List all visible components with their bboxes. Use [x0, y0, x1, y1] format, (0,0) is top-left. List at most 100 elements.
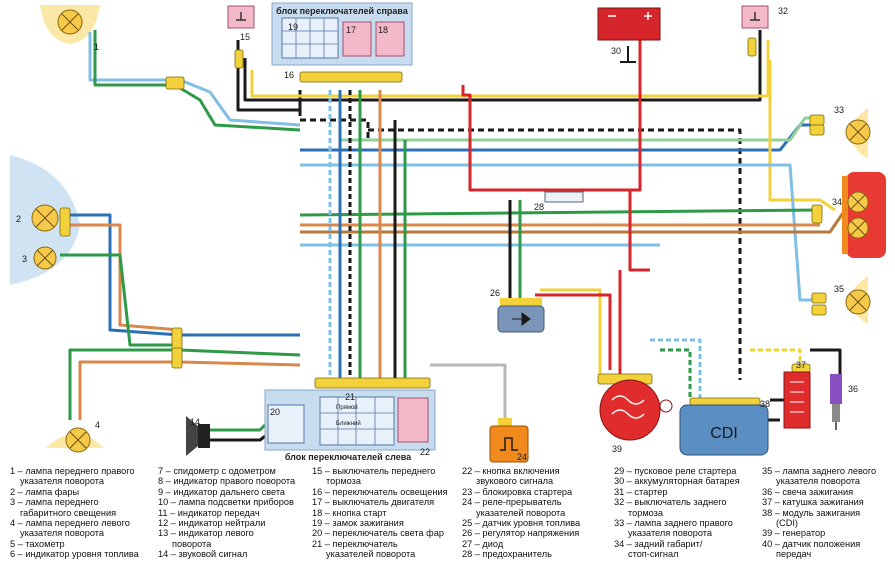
- num-32: 32: [778, 6, 788, 16]
- legend-col-5: 29 – пусковое реле стартера 30 – аккумул…: [614, 466, 740, 560]
- legend-line: звукового сигнала: [476, 476, 554, 487]
- wires: [60, 30, 847, 442]
- legend-line: 19 – замок зажигания: [312, 518, 404, 529]
- brake-switch-32-icon: [741, 5, 769, 29]
- lamp-35-icon: [845, 289, 871, 315]
- legend-line: 6 – индикатор уровня топлива: [10, 549, 139, 560]
- num-20: 20: [270, 407, 280, 417]
- lamp-4-icon: [65, 427, 91, 453]
- num-1: 1: [94, 42, 99, 52]
- legend-line: стоп-сигнал: [628, 549, 679, 560]
- legend-line: 12 – индикатор нейтрали: [158, 518, 266, 529]
- legend-line: 40 – датчик положения: [762, 538, 861, 549]
- legend-line: 13 – индикатор левого: [158, 528, 254, 539]
- legend-line: указателя поворота: [20, 476, 104, 487]
- legend-col-1: 1 – лампа переднего правого указателя по…: [10, 466, 139, 560]
- legend-line: 9 – индикатор дальнего света: [158, 486, 286, 497]
- legend-line: 22 – кнопка включения: [462, 466, 560, 476]
- num-17: 17: [346, 25, 356, 35]
- num-35: 35: [834, 284, 844, 294]
- legend-col-4: 22 – кнопка включения звукового сигнала …: [462, 466, 580, 560]
- num-18: 18: [378, 25, 388, 35]
- battery-icon: [597, 7, 661, 63]
- lamp-3-icon: [33, 246, 57, 270]
- num-3: 3: [22, 254, 27, 264]
- fuse-icon: [544, 191, 584, 203]
- num-39: 39: [612, 444, 622, 454]
- legend-line: 1 – лампа переднего правого: [10, 466, 135, 476]
- legend-line: 8 – индикатор правого поворота: [158, 476, 296, 487]
- legend-line: 29 – пусковое реле стартера: [614, 466, 737, 476]
- legend-line: указателей поворота: [326, 549, 416, 560]
- num-22: 22: [420, 447, 430, 457]
- legend-line: габаритного свещения: [20, 507, 117, 518]
- legend-line: 3 – лампа переднего: [10, 497, 99, 508]
- legend-line: 2 – лампа фары: [10, 486, 80, 497]
- cdi-text: CDI: [710, 425, 738, 442]
- legend-line: 27 – диод: [462, 538, 504, 549]
- num-16: 16: [284, 70, 294, 80]
- component-numbers: 1 2 3 4 14 15 16 17 18 19 20 21 22 24 26…: [16, 6, 858, 462]
- legend-col-3: 15 – выключатель переднего тормоза 16 – …: [312, 466, 448, 560]
- legend-line: 37 – катушка зажигания: [762, 497, 864, 508]
- legend-col-2: 7 – спидометр с одометром 8 – индикатор …: [158, 466, 295, 560]
- legend-line: указателей поворота: [476, 507, 566, 518]
- legend: 1 – лампа переднего правого указателя по…: [0, 466, 895, 573]
- generator-icon: [599, 379, 673, 441]
- legend-line: 5 – тахометр: [10, 538, 65, 549]
- tail-stop-lamp: [842, 172, 886, 258]
- wiring-diagram: CDI блок переключателей справа блок пере…: [10, 2, 886, 463]
- cdi-module: [679, 404, 769, 456]
- legend-line: указателя поворота: [20, 528, 104, 539]
- legend-line: 28 – предохранитель: [462, 549, 552, 560]
- legend-line: 31 – стартер: [614, 486, 668, 497]
- legend-line: 15 – выключатель переднего: [312, 466, 436, 476]
- legend-line: указателя поворота: [628, 528, 712, 539]
- num-24: 24: [517, 452, 527, 462]
- voltage-regulator-icon: [497, 298, 545, 333]
- legend-line: (CDI): [776, 518, 798, 529]
- left-switch-block-label: блок переключателей слева: [285, 452, 412, 462]
- legend-line: 26 – регулятор напряжения: [462, 528, 580, 539]
- legend-line: 39 – генератор: [762, 528, 826, 539]
- ignition-coil-icon: [783, 371, 811, 429]
- horn-icon: [186, 416, 210, 456]
- legend-line: 10 – лампа подсветки приборов: [158, 497, 294, 508]
- legend-line: 21 – переключатель: [312, 538, 398, 549]
- legend-line: 23 – блокировка стартера: [462, 486, 573, 497]
- switch-near-label: Ближний: [336, 420, 361, 427]
- num-37: 37: [796, 360, 806, 370]
- lamp-1-icon: [57, 9, 83, 35]
- legend-line: 36 – свеча зажигания: [762, 486, 854, 497]
- legend-line: указателя поворота: [776, 476, 860, 487]
- legend-line: 34 – задний габарит/: [614, 538, 703, 549]
- brake-switch-15-icon: [227, 5, 255, 29]
- turn-relay-icon: [489, 418, 529, 463]
- legend-line: 38 – модуль зажигания: [762, 507, 861, 518]
- lamp-2-icon: [31, 204, 59, 232]
- num-34: 34: [832, 197, 842, 207]
- num-21: 21: [345, 392, 355, 402]
- legend-line: тормоза: [326, 476, 361, 487]
- legend-line: 14 – звуковой сигнал: [158, 549, 248, 560]
- legend-line: 18 – кнопка старт: [312, 507, 387, 518]
- legend-line: 20 – переключатель света фар: [312, 528, 444, 539]
- switch-far-label: Прямой: [336, 404, 358, 411]
- lamps: [31, 9, 871, 453]
- num-2: 2: [16, 214, 21, 224]
- num-4: 4: [95, 420, 100, 430]
- spark-plug-icon: [830, 374, 842, 430]
- legend-line: 33 – лампа заднего правого: [614, 518, 733, 529]
- legend-line: поворота: [172, 538, 212, 549]
- num-28: 28: [534, 202, 544, 212]
- legend-line: 7 – спидометр с одометром: [158, 466, 276, 476]
- num-36: 36: [848, 384, 858, 394]
- num-14: 14: [190, 417, 200, 427]
- left-switch-block: [264, 389, 436, 451]
- legend-line: 30 – аккумуляторная батарея: [614, 476, 740, 487]
- num-19: 19: [288, 22, 298, 32]
- num-26: 26: [490, 288, 500, 298]
- legend-line: 35 – лампа заднего левого: [762, 466, 877, 476]
- legend-line: 25 – датчик уровня топлива: [462, 518, 581, 529]
- legend-line: тормоза: [628, 507, 663, 518]
